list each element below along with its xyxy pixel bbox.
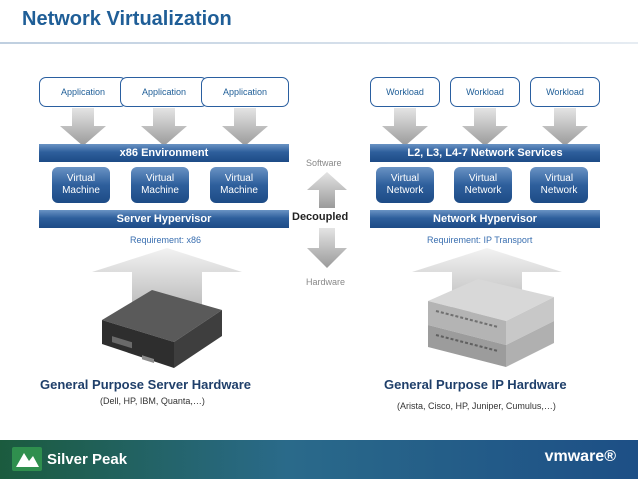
down-arrow-icon [542,108,588,146]
server-hypervisor-band: Server Hypervisor [39,210,289,228]
up-arrow-icon [307,172,347,208]
software-label: Software [306,158,342,168]
virtual-machine-box: Virtual Machine [52,167,110,203]
server-requirement: Requirement: x86 [130,235,202,245]
down-arrow-icon [382,108,428,146]
virtual-machine-box: Virtual Machine [210,167,268,203]
down-arrow-icon [462,108,508,146]
ip-hardware-title: General Purpose IP Hardware [384,377,567,392]
network-services-band: L2, L3, L4-7 Network Services [370,144,600,162]
virtual-network-box: Virtual Network [530,167,588,203]
down-arrow-icon [222,108,268,146]
up-arrow-icon [92,248,242,312]
down-arrow-icon [141,108,187,146]
application-pill-2: Application [120,77,208,107]
server-hardware-title: General Purpose Server Hardware [40,377,251,392]
network-hardware-icon [428,279,554,367]
virtual-machine-box: Virtual Machine [131,167,189,203]
silver-peak-logo: Silver Peak [12,447,127,471]
down-arrow-icon [60,108,106,146]
footer-bar [0,440,638,479]
down-arrow-icon [307,228,347,268]
virtual-network-box: Virtual Network [376,167,434,203]
network-hypervisor-band: Network Hypervisor [370,210,600,228]
x86-environment-band: x86 Environment [39,144,289,162]
silver-peak-mark-icon [12,447,42,471]
workload-pill-3: Workload [530,77,600,107]
application-pill-3: Application [201,77,289,107]
virtual-network-box: Virtual Network [454,167,512,203]
server-hardware-icon [102,290,222,368]
workload-pill-2: Workload [450,77,520,107]
title-divider [0,42,638,44]
server-hardware-vendors: (Dell, HP, IBM, Quanta,…) [100,396,205,406]
silver-peak-logo-text: Silver Peak [47,450,128,468]
up-arrow-icon [412,248,562,312]
application-pill-1: Application [39,77,127,107]
page-title: Network Virtualization [22,8,232,30]
ip-hardware-vendors: (Arista, Cisco, HP, Juniper, Cumulus,…) [397,401,556,411]
network-requirement: Requirement: IP Transport [427,235,533,245]
workload-pill-1: Workload [370,77,440,107]
vmware-logo: vmware® [544,448,616,465]
decoupled-label: Decoupled [292,211,349,223]
hardware-label: Hardware [306,277,346,287]
